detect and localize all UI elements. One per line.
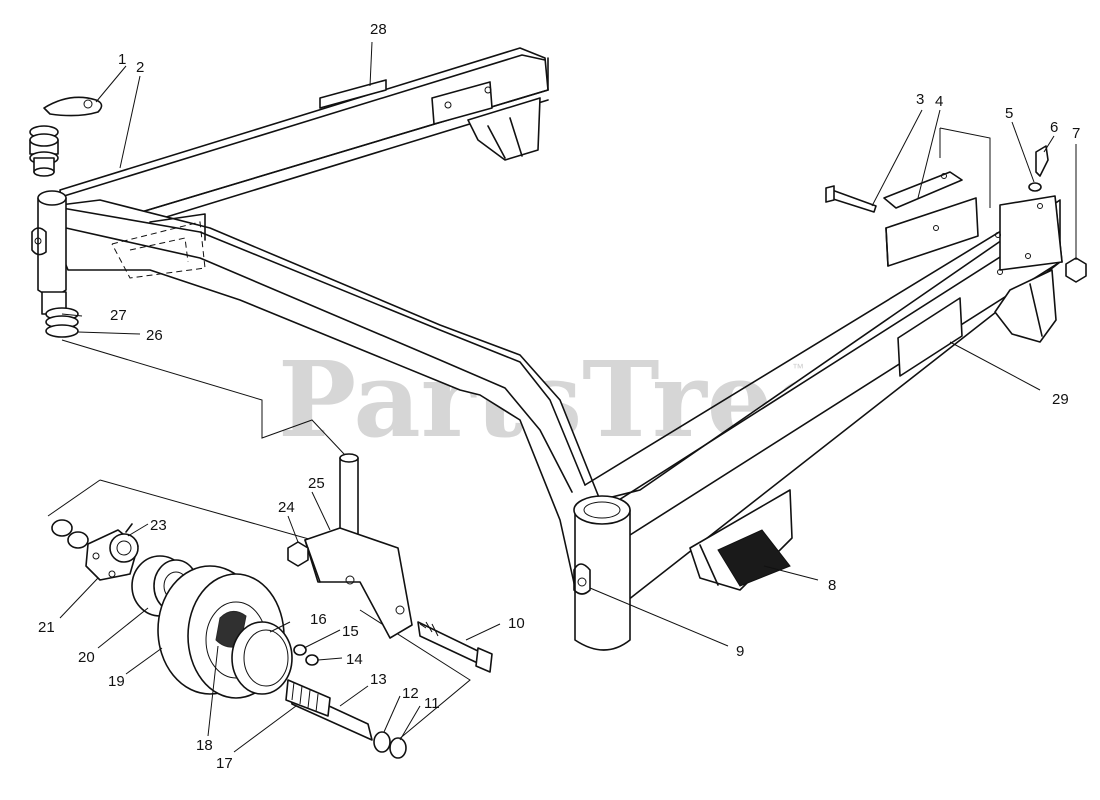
rear-cross-rail-top [59,47,549,229]
washer-11 [389,737,407,759]
callout-9: 9 [736,643,744,660]
callout-23: 23 [150,517,167,534]
bolt-3 [829,189,877,213]
callout-11: 11 [424,695,440,712]
front-pillar [574,509,631,651]
nut-24 [287,541,309,567]
step-pad [717,529,791,587]
watermark-trademark: ™ [792,361,804,375]
callout-15: 15 [342,623,359,640]
washer-26 [45,324,79,338]
callout-28: 28 [370,21,387,38]
washer-left-a [51,519,73,537]
rim-16 [231,621,293,695]
decal-plate [897,297,963,377]
caster-assembly [47,339,493,759]
callout-1: 1 [118,51,126,68]
washer-5 [1028,182,1042,192]
callout-17: 17 [216,755,233,772]
callout-5: 5 [1005,105,1013,122]
leader-lines [59,41,1077,753]
hairpin-clip [43,96,103,117]
nut-7 [1065,257,1087,283]
callout-20: 20 [78,649,95,666]
rear-rail-bracket [431,81,493,125]
callout-26: 26 [146,327,163,344]
callout-25: 25 [308,475,325,492]
callout-21: 21 [38,619,55,636]
bolt-10 [417,621,493,673]
hub-flange [85,529,139,581]
callout-4: 4 [935,93,943,110]
callout-labels: 1 2 3 4 5 6 7 8 9 10 11 12 13 14 15 16 1… [38,21,1080,772]
rear-pillar [37,197,67,296]
washer-12 [373,731,391,753]
mount-block [885,197,979,267]
right-rear-foot [994,269,1057,343]
callout-10: 10 [508,615,525,632]
axle-13 [285,679,373,741]
callout-7: 7 [1072,125,1080,142]
callout-8: 8 [828,577,836,594]
callout-29: 29 [1052,391,1069,408]
callout-13: 13 [370,671,387,688]
screw-23 [125,523,133,533]
washer-left-b [67,531,89,549]
callout-27: 27 [110,307,127,324]
front-right-corner [999,195,1063,271]
washer-15 [293,644,307,656]
callout-3: 3 [916,91,924,108]
callout-16: 16 [310,611,327,628]
nut-14 [305,654,319,666]
screw-6 [1035,145,1049,177]
caster-fork [304,527,413,639]
callout-24: 24 [278,499,295,516]
front-hardware [825,127,1087,283]
rear-spindle-hardware [29,96,103,338]
callout-14: 14 [346,651,363,668]
callout-2: 2 [136,59,144,76]
callout-6: 6 [1050,119,1058,136]
plate-4 [883,171,963,209]
callout-18: 18 [196,737,213,754]
rear-label-plate [319,79,387,109]
callout-19: 19 [108,673,125,690]
frame-assembly [31,47,1063,651]
callout-12: 12 [402,685,419,702]
